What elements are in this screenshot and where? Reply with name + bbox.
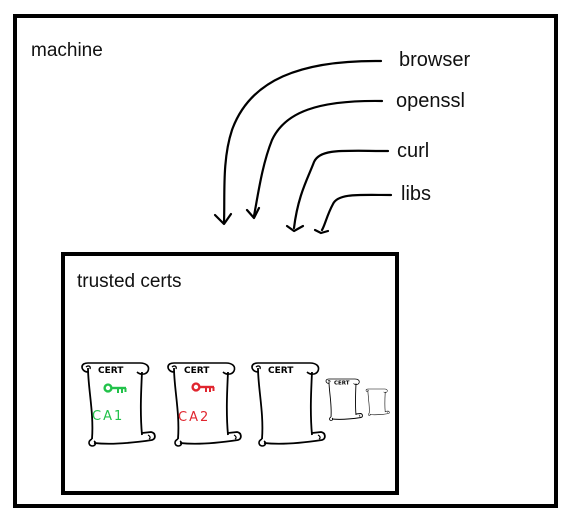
cert-ca1-header: CERT <box>98 366 124 376</box>
machine-label: machine <box>31 40 103 61</box>
machine-box <box>13 14 558 508</box>
trusted-certs-label: trusted certs <box>77 271 182 292</box>
cert-ca1-label: CA1 <box>92 409 124 424</box>
trusted-certs-box <box>61 252 399 495</box>
client-label-libs: libs <box>401 183 432 205</box>
arrow-browser-head <box>213 212 233 226</box>
certificate-blank-small: CERT <box>325 378 363 421</box>
arrow-curl <box>292 149 390 230</box>
arrow-libs-head <box>313 228 330 235</box>
certificate-ca2: CERT CA2 <box>167 362 242 447</box>
client-label-openssl: openssl <box>396 90 465 112</box>
key-icon-red <box>191 382 216 394</box>
certificate-blank-large: CERT <box>251 362 326 447</box>
cert-3-header: CERT <box>268 366 294 376</box>
arrow-curl-head <box>285 224 305 233</box>
certificate-ca1: CERT CA1 <box>81 362 156 447</box>
certificate-blank-tiny <box>365 388 390 416</box>
cert-ca2-label: CA2 <box>178 410 210 425</box>
arrow-browser <box>222 59 383 224</box>
cert-ca2-header: CERT <box>184 366 210 376</box>
arrow-libs <box>320 193 393 232</box>
client-label-browser: browser <box>399 49 471 71</box>
key-icon-green <box>103 383 128 395</box>
arrow-openssl <box>252 99 384 218</box>
client-label-curl: curl <box>397 140 430 162</box>
arrow-openssl-head <box>245 206 261 220</box>
cert-4-header: CERT <box>334 381 350 387</box>
